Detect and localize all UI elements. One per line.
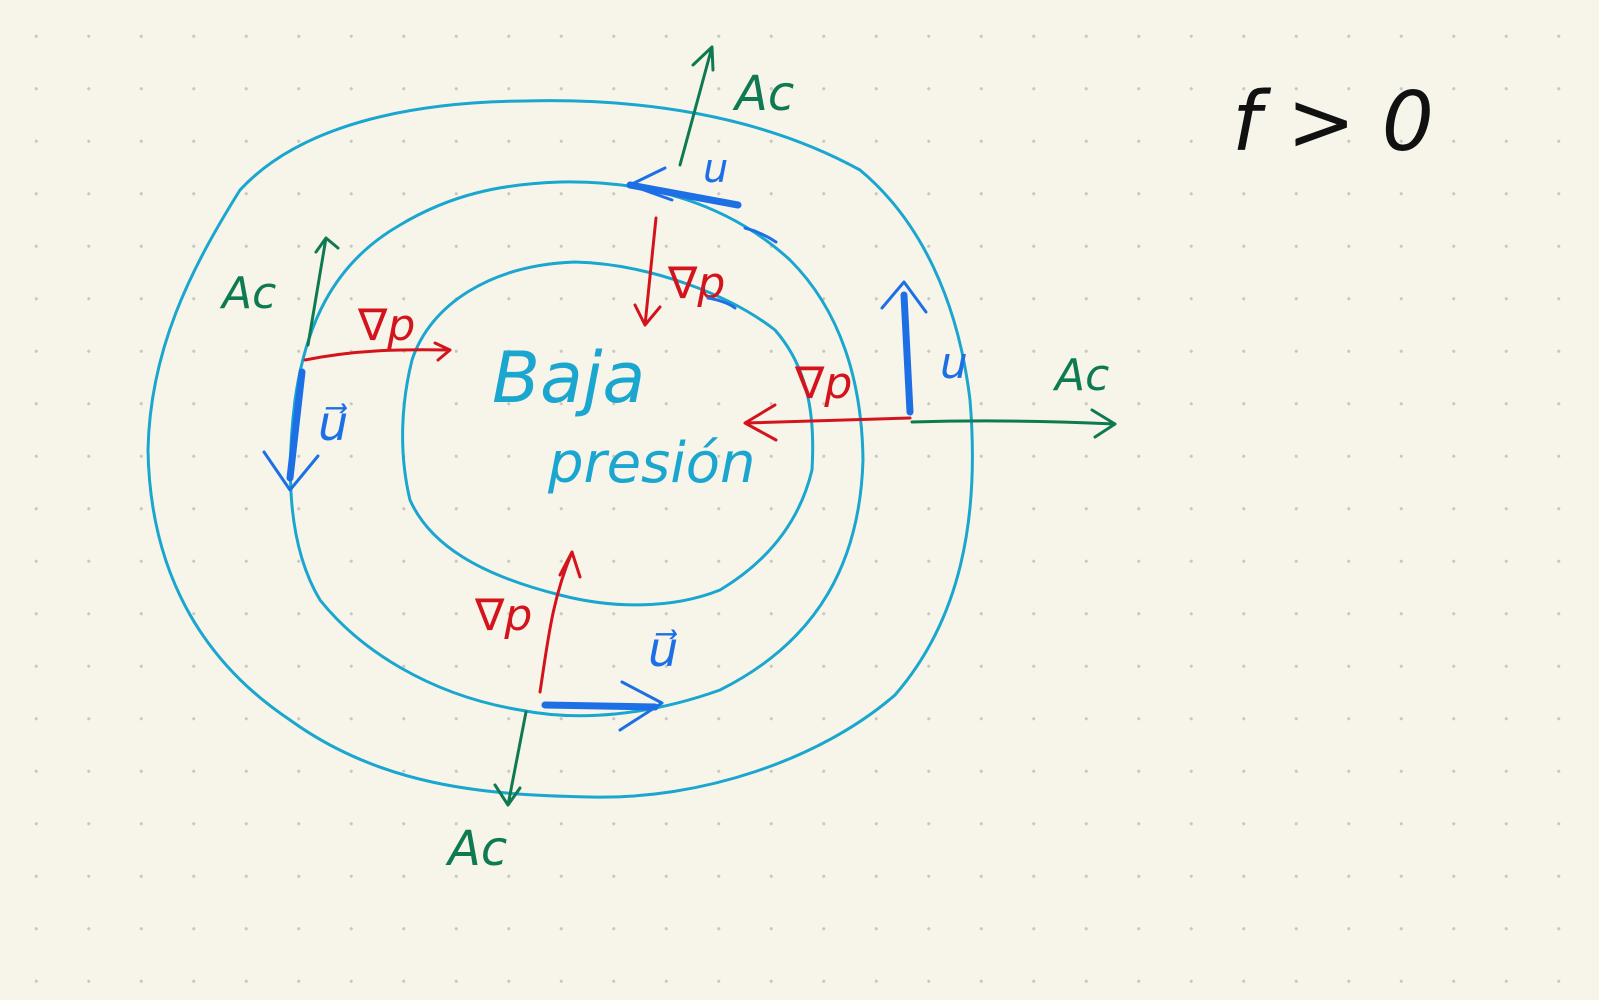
gradient-label-bottom: ∇p xyxy=(474,590,532,641)
ac-label-top: Ac xyxy=(732,66,794,122)
ac-label-left: Ac xyxy=(219,268,276,319)
gradient-label-left: ∇p xyxy=(357,300,415,351)
ageostrophic-arrow-left xyxy=(306,236,340,347)
u-vector-label-bottom: u⃗ xyxy=(648,622,678,678)
ageostrophic-arrow-right xyxy=(910,408,1117,439)
center-label-line2: presión xyxy=(547,431,756,496)
isobar-middle xyxy=(288,180,865,718)
gradient-arrow-top xyxy=(633,216,662,327)
gradient-label-top: ∇p xyxy=(667,258,725,309)
u-vector-label-left: u⃗ xyxy=(318,396,348,452)
gradient-shadow-top xyxy=(706,296,737,310)
ac-label-right: Ac xyxy=(1052,350,1109,401)
velocity-arrowhead-top xyxy=(628,166,674,202)
velocity-arrow-right xyxy=(900,291,914,416)
gradient-label-right: ∇p xyxy=(794,358,852,409)
velocity-arrowhead-right xyxy=(880,280,928,314)
isobar-outer xyxy=(146,99,974,799)
velocity-arrow-top xyxy=(626,181,742,209)
ageostrophic-arrow-bottom xyxy=(493,710,528,807)
center-label-line1: Baja xyxy=(492,337,645,419)
u-label-top: u xyxy=(703,146,728,192)
ac-label-bottom: Ac xyxy=(445,821,507,877)
velocity-arrow-left xyxy=(286,368,306,482)
velocity-arrowhead-bottom xyxy=(618,680,664,732)
velocity-arrow-bottom xyxy=(541,701,659,711)
gradient-arrow-bottom xyxy=(538,550,582,694)
u-label-right: u xyxy=(940,338,968,389)
ageostrophic-arrow-top xyxy=(678,45,715,167)
isobar-inner xyxy=(401,260,815,607)
velocity-shadow-top xyxy=(743,226,778,244)
coriolis-condition: f > 0 xyxy=(1232,75,1434,170)
gradient-arrow-left xyxy=(303,341,452,362)
gradient-arrow-right xyxy=(743,403,912,442)
velocity-arrowhead-left xyxy=(262,450,320,492)
